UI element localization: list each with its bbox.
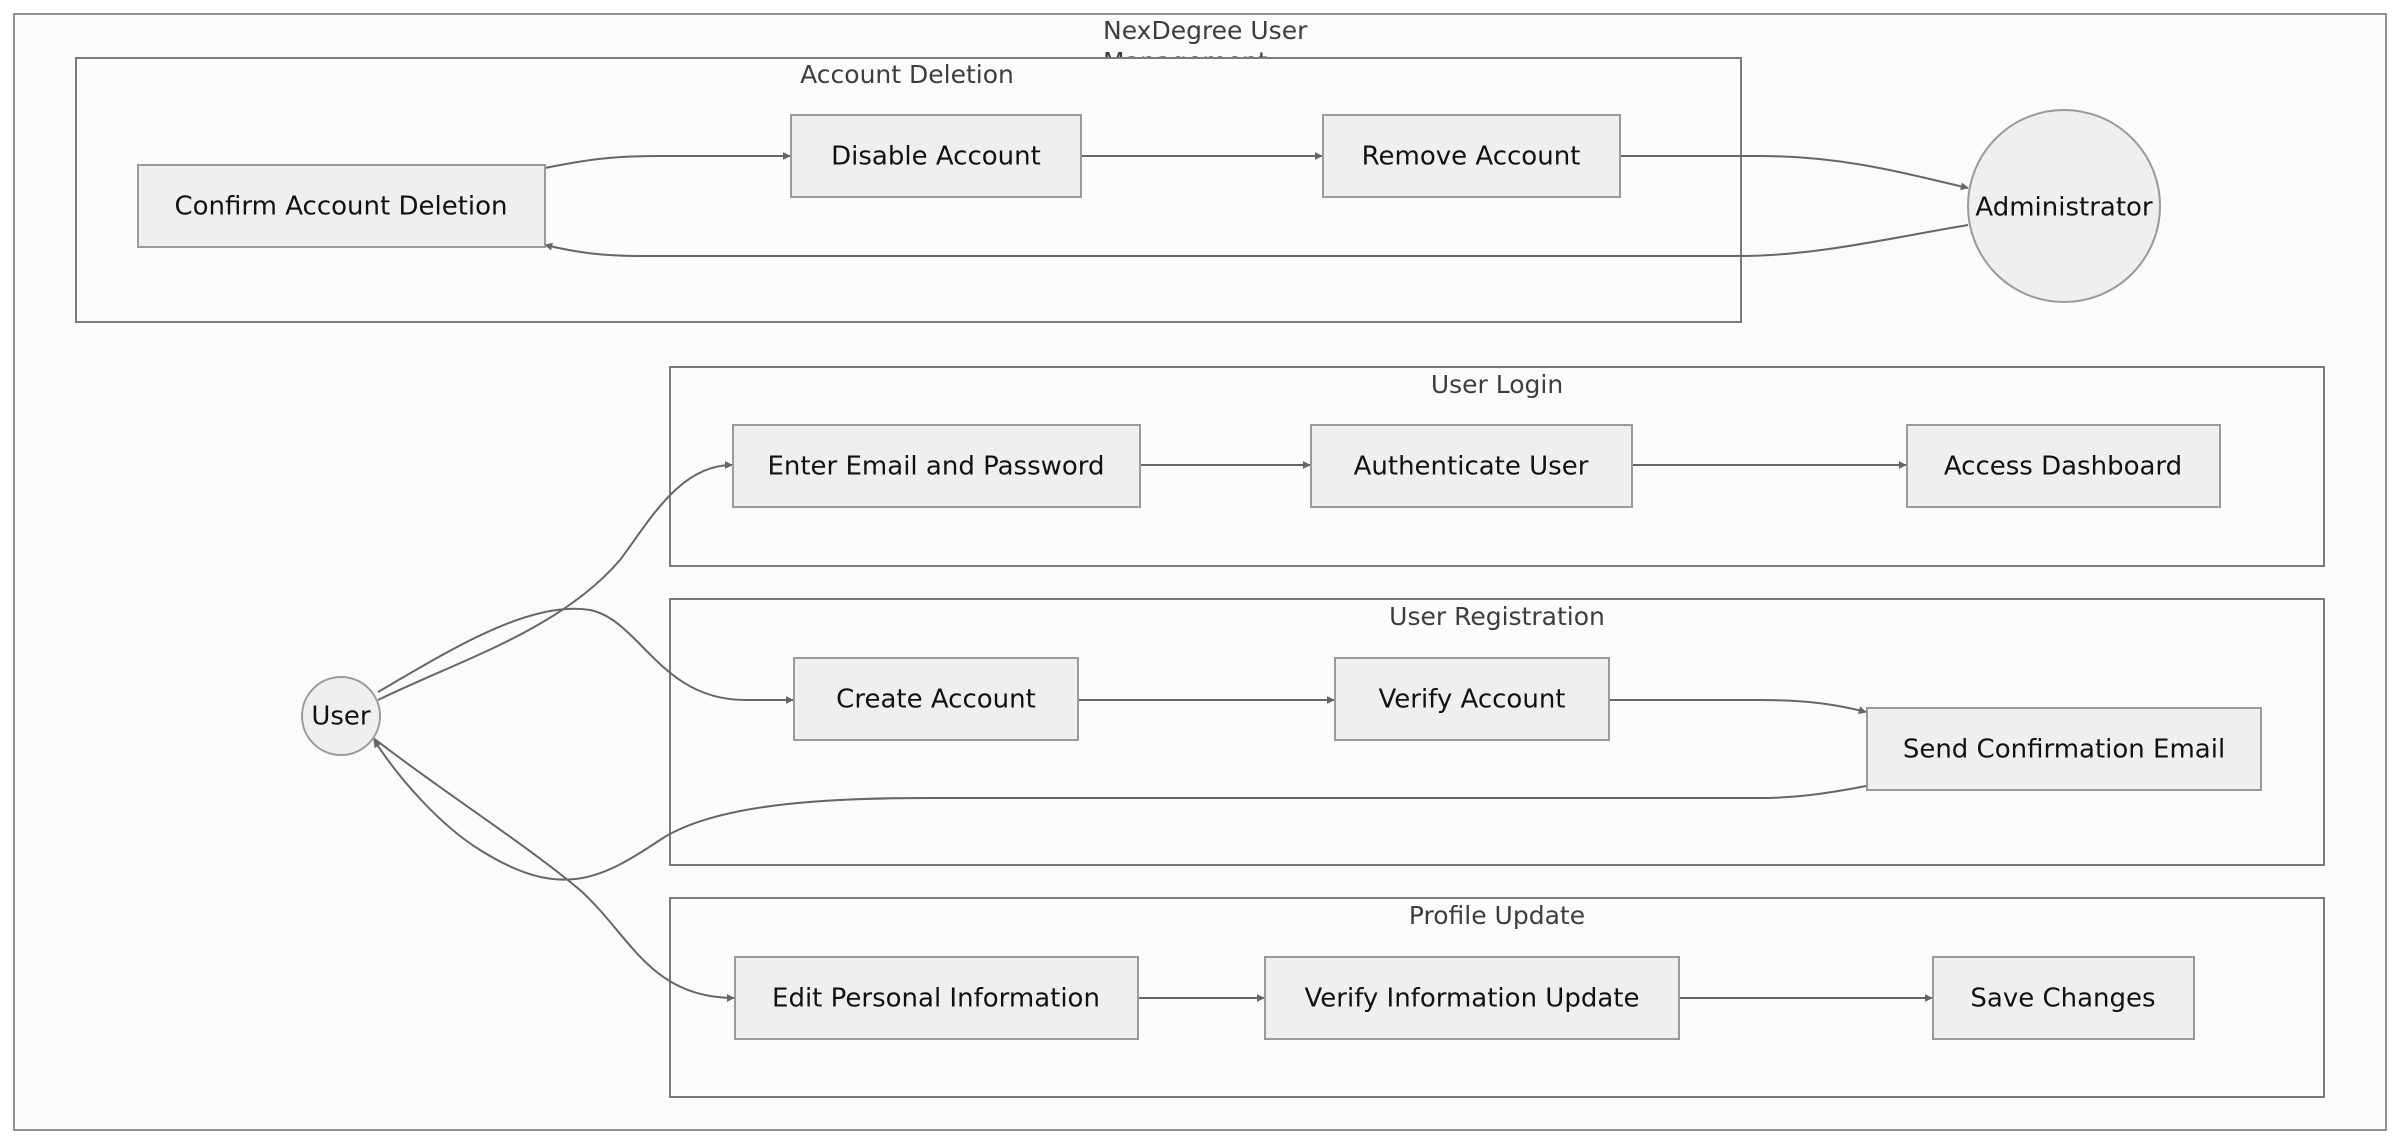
node-create-account: Create Account — [793, 657, 1079, 741]
node-send-confirmation-email: Send Confirmation Email — [1866, 707, 2262, 791]
node-send-confirmation-email-label: Send Confirmation Email — [1903, 735, 2225, 765]
node-save-changes-box — [1932, 956, 2195, 1040]
cluster-account-deletion-label: Account Deletion — [800, 60, 1014, 89]
actor-administrator-circle — [1967, 109, 2161, 303]
edge-user-to-create-account — [377, 607, 794, 704]
node-remove-account-label: Remove Account — [1362, 142, 1581, 172]
node-verify-information-update-box — [1264, 956, 1680, 1040]
node-remove-account-box — [1322, 114, 1621, 198]
node-confirm-account-deletion-box — [137, 164, 546, 248]
cluster-user-registration-label: User Registration — [1389, 602, 1605, 631]
diagram-title: NexDegree User Management — [1103, 16, 1308, 76]
node-save-changes: Save Changes — [1932, 956, 2195, 1040]
edge-send-confirmation-to-user — [373, 739, 1867, 881]
cluster-user-login-label: User Login — [1431, 370, 1563, 399]
node-access-dashboard-label: Access Dashboard — [1944, 452, 2182, 482]
node-disable-account-label: Disable Account — [831, 142, 1041, 172]
edge-confirm-to-disable — [544, 152, 791, 169]
node-edit-personal-information-box — [734, 956, 1139, 1040]
node-verify-information-update: Verify Information Update — [1264, 956, 1680, 1040]
node-edit-personal-information-label: Edit Personal Information — [772, 984, 1100, 1014]
node-remove-account: Remove Account — [1322, 114, 1621, 198]
node-disable-account: Disable Account — [790, 114, 1082, 198]
edge-user-to-enter-credentials — [377, 461, 733, 701]
edge-verify-to-send-confirmation — [1609, 699, 1867, 715]
node-verify-account: Verify Account — [1334, 657, 1610, 741]
node-verify-account-label: Verify Account — [1378, 685, 1565, 715]
node-authenticate-user-box — [1310, 424, 1633, 508]
node-verify-account-box — [1334, 657, 1610, 741]
actor-administrator-label: Administrator — [1975, 193, 2153, 223]
node-save-changes-label: Save Changes — [1970, 984, 2155, 1014]
cluster-profile-update-label: Profile Update — [1409, 901, 1585, 930]
node-edit-personal-information: Edit Personal Information — [734, 956, 1139, 1040]
actor-user-circle — [301, 676, 381, 756]
diagram-title-line-2: Management — [1103, 47, 1268, 76]
edge-user-to-edit-personal-info — [371, 736, 735, 1002]
node-access-dashboard: Access Dashboard — [1906, 424, 2221, 508]
actor-user-label: User — [311, 702, 371, 732]
actor-user: User — [301, 676, 381, 756]
node-disable-account-box — [790, 114, 1082, 198]
node-enter-email-and-password: Enter Email and Password — [732, 424, 1141, 508]
node-authenticate-user-label: Authenticate User — [1354, 452, 1589, 482]
edge-remove-to-administrator — [1620, 155, 1969, 191]
node-authenticate-user: Authenticate User — [1310, 424, 1633, 508]
edge-administrator-to-confirm — [544, 224, 1969, 257]
diagram-title-line-1: NexDegree User — [1103, 16, 1308, 45]
node-send-confirmation-email-box — [1866, 707, 2262, 791]
edges — [371, 152, 1969, 1002]
actor-administrator: Administrator — [1967, 109, 2161, 303]
node-access-dashboard-box — [1906, 424, 2221, 508]
node-enter-email-and-password-box — [732, 424, 1141, 508]
node-create-account-label: Create Account — [836, 685, 1036, 715]
node-enter-email-and-password-label: Enter Email and Password — [767, 452, 1104, 482]
node-confirm-account-deletion-label: Confirm Account Deletion — [174, 192, 507, 222]
node-create-account-box — [793, 657, 1079, 741]
node-verify-information-update-label: Verify Information Update — [1305, 984, 1640, 1014]
node-confirm-account-deletion: Confirm Account Deletion — [137, 164, 546, 248]
